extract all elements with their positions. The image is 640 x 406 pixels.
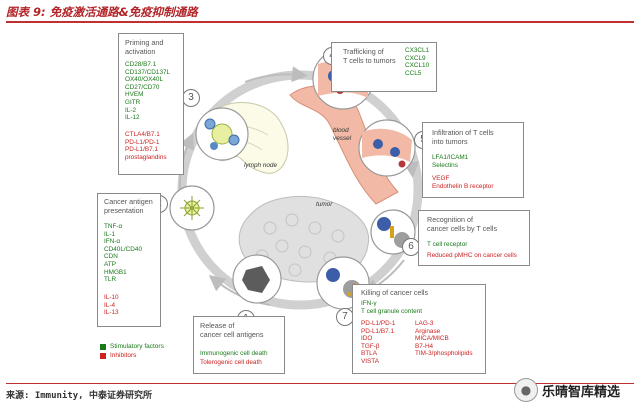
box-title: Trafficking of T cells to tumors	[343, 47, 396, 65]
box-trafficking: Trafficking of T cells to tumors CX3CL1 …	[331, 42, 437, 92]
stimulatory-list: CD28/B7.1 CD137/CD137L OX40/OX40L CD27/C…	[125, 61, 171, 122]
box-title: Release of cancer cell antigens	[200, 321, 264, 339]
stimulatory-list: Immunogenic cell death	[200, 350, 268, 357]
box-priming-activation: Priming and activation CD28/B7.1 CD137/C…	[118, 33, 184, 175]
box-infiltration: Infiltration of T cells into tumors LFA1…	[422, 122, 524, 198]
stimulatory-list: IFN-γ T cell granule content	[361, 300, 422, 315]
stimulatory-list: TNF-α IL-1 IFN-α CD40L/CD40 CDN ATP HMGB…	[104, 223, 143, 284]
inhibitor-swatch	[100, 352, 106, 359]
watermark: ● 乐晴智库精选	[514, 378, 620, 402]
box-recognition: Recognition of cancer cells by T cells T…	[418, 210, 530, 266]
box-antigen-presentation: Cancer antigen presentation TNF-α IL-1 I…	[97, 193, 161, 327]
inhibitor-list: IL-10 IL-4 IL-13	[104, 294, 119, 317]
figure-title: 图表 9: 免疫激活通路&免疫抑制通路	[6, 5, 198, 19]
stimulatory-list: T cell receptor	[427, 241, 468, 248]
blood-vessel-label: blood vessel	[333, 127, 352, 142]
inhibitor-list-2: LAG-3 Arginase MICA/MICB B7-H4 TIM-3/pho…	[415, 320, 473, 358]
legend: Stimulatory factors Inhibitors	[100, 342, 164, 360]
lymph-node-label: lymph node	[244, 162, 278, 169]
legend-inhibitors: Inhibitors	[100, 351, 164, 360]
inhibitor-list: PD-L1/PD-1 PD-L1/B7.1 IDO TGF-β BTLA VIS…	[361, 320, 396, 365]
source-rule	[6, 383, 634, 384]
box-title: Priming and activation	[125, 38, 164, 56]
legend-stimulatory: Stimulatory factors	[100, 342, 164, 351]
inhibitor-list: CTLA4/B7.1 PD-L1/PD-1 PD-L1/B7.1 prostag…	[125, 131, 167, 161]
inhibitor-list: Tolerogenic cell death	[200, 359, 262, 366]
cycle-arrow	[244, 66, 308, 83]
inhibitor-list: VEGF Endothelin B receptor	[432, 175, 494, 190]
step-3-number: 3	[182, 89, 200, 107]
inhibitor-list: Reduced pMHC on cancer cells	[427, 252, 517, 259]
title-rule	[6, 21, 634, 23]
box-killing: Killing of cancer cells IFN-γ T cell gra…	[352, 284, 486, 374]
box-antigen-release: Release of cancer cell antigens Immunoge…	[193, 316, 285, 374]
stimulatory-list: LFA1/ICAM1 Selectins	[432, 154, 469, 169]
box-title: Cancer antigen presentation	[104, 197, 153, 215]
wechat-logo-icon: ●	[514, 378, 538, 402]
stimulatory-list: CX3CL1 CXCL9 CXCL10 CCL5	[405, 47, 430, 77]
stimulatory-swatch	[100, 343, 106, 350]
tumor-label: tumor	[316, 201, 333, 208]
box-title: Infiltration of T cells into tumors	[432, 128, 494, 146]
box-title: Killing of cancer cells	[361, 288, 429, 297]
box-title: Recognition of cancer cells by T cells	[427, 215, 498, 233]
source-note: 来源: Immunity, 中泰证券研究所	[6, 391, 153, 401]
